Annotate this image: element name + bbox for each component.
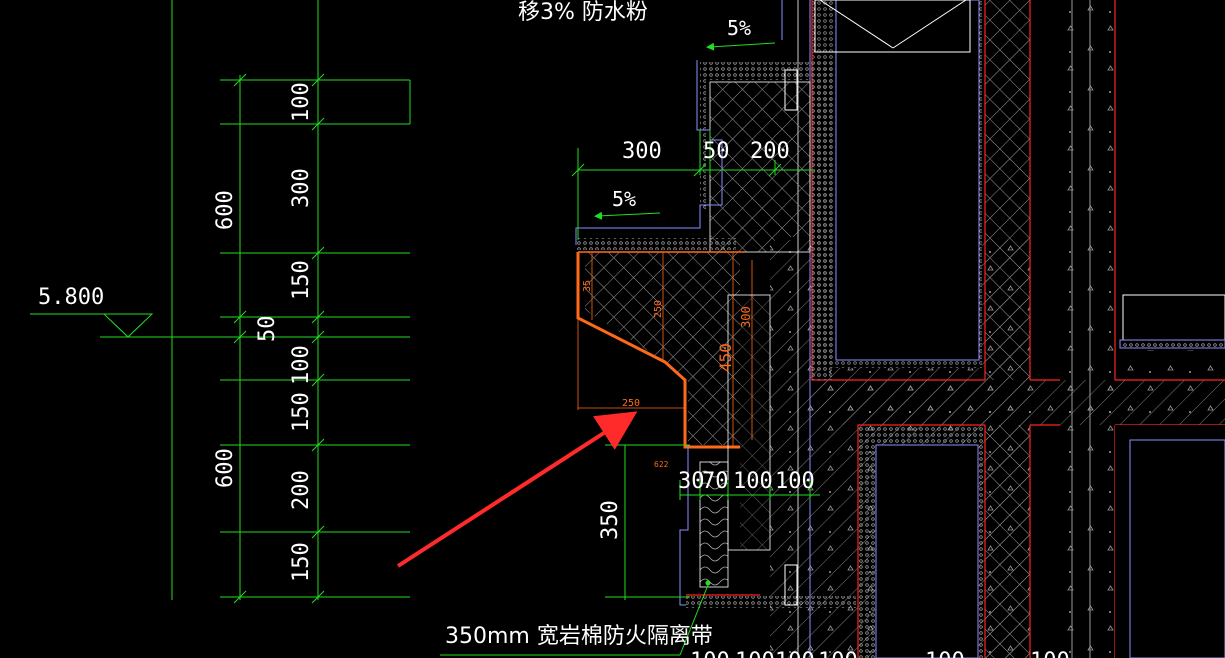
top-dimension-group bbox=[571, 42, 815, 240]
bottom-edge-labels: 100 100 100 100 100 100 bbox=[690, 649, 1070, 658]
edge-label-1: 100 bbox=[735, 649, 775, 658]
dimension-lines bbox=[100, 0, 411, 604]
elevation-marker: 5.800 bbox=[30, 285, 154, 338]
stack-dim-1: 300 bbox=[289, 168, 314, 208]
slope-mark-top: 5% bbox=[727, 16, 751, 40]
orange-dim-35: 35 bbox=[582, 280, 593, 292]
orange-dim-450: 450 bbox=[716, 343, 735, 372]
orange-dim-250v: 250 bbox=[653, 300, 664, 318]
edge-label-0: 100 bbox=[690, 649, 730, 658]
stack-dim-5: 200 bbox=[289, 470, 314, 510]
bottom-dim-0: 30 bbox=[678, 469, 705, 494]
bottom-dim-3: 100 bbox=[775, 469, 815, 494]
leader-dot bbox=[705, 580, 711, 586]
orange-dim-300: 300 bbox=[739, 306, 753, 328]
slope-mark-mid: 5% bbox=[612, 187, 636, 211]
orange-dim-622: 622 bbox=[654, 460, 669, 469]
pointer-arrow bbox=[396, 411, 638, 568]
cornice-molding bbox=[575, 60, 856, 608]
cornice-profile-outline bbox=[576, 252, 740, 449]
stack-dim-4: 150 bbox=[289, 392, 314, 432]
stack-dim-3: 100 bbox=[289, 345, 314, 385]
stack-dim-6: 150 bbox=[289, 542, 314, 582]
dim-upper-600: 600 bbox=[213, 190, 238, 230]
edge-label-2: 100 bbox=[775, 649, 815, 658]
edge-label-3: 100 bbox=[818, 649, 858, 658]
top-dim-1: 50 bbox=[703, 139, 730, 164]
lower-dimension-group bbox=[440, 444, 820, 656]
dim-350: 350 bbox=[598, 500, 623, 540]
edge-label-4: 100 bbox=[925, 649, 965, 658]
left-dimension-labels: 600 600 50 100 300 150 100 150 200 150 bbox=[213, 82, 314, 582]
edge-label-5: 100 bbox=[1030, 649, 1070, 658]
elevation-label: 5.800 bbox=[38, 285, 104, 310]
orange-dim-250h: 250 bbox=[622, 398, 640, 409]
top-waterproof-note: 移3% 防水粉 bbox=[518, 0, 648, 25]
firebreak-note: 350mm 宽岩棉防火隔离带 bbox=[445, 624, 713, 649]
top-dim-0: 300 bbox=[622, 139, 662, 164]
top-dim-2: 200 bbox=[750, 139, 790, 164]
dim-lower-600: 600 bbox=[213, 448, 238, 488]
bottom-dim-1: 70 bbox=[702, 469, 729, 494]
dim-50: 50 bbox=[255, 316, 280, 343]
wall-structure bbox=[770, 0, 1225, 658]
bottom-dim-2: 100 bbox=[733, 469, 773, 494]
stack-dim-0: 100 bbox=[289, 82, 314, 122]
stack-dim-2: 150 bbox=[289, 260, 314, 300]
